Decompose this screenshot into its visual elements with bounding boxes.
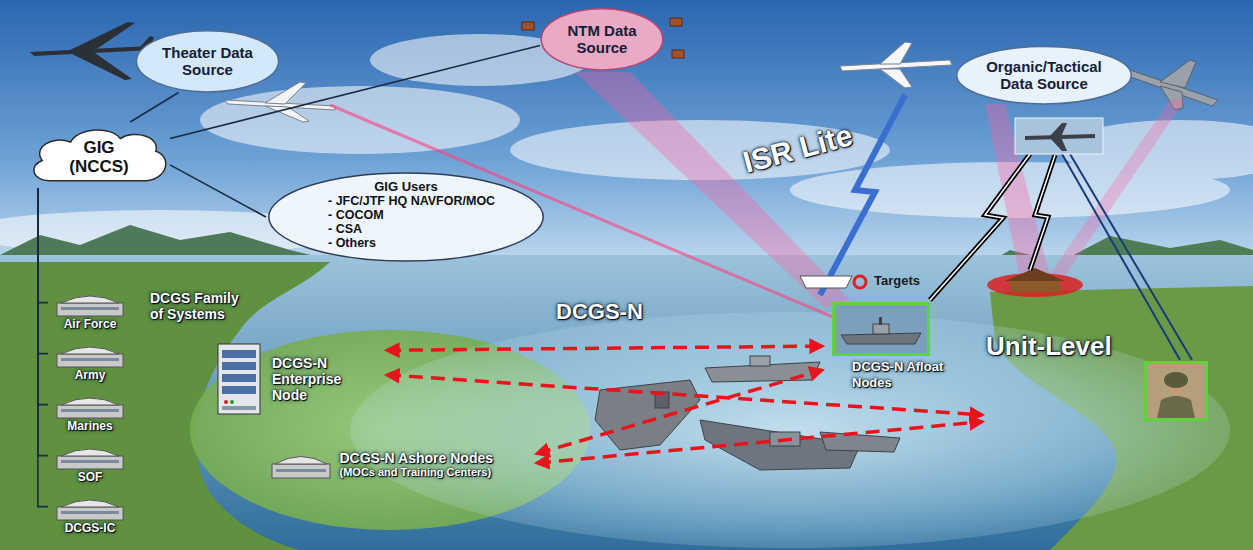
building-icon [55,342,125,368]
node-text: Army [75,368,106,382]
building-icon [270,451,332,479]
data-flow-arrow [387,346,822,350]
data-source-ellipse: Organic/Tactical Data Source [955,46,1133,105]
node-text: - CSA [286,222,526,236]
network-link [130,93,178,123]
unit-soldier-frame [1144,361,1208,421]
node-text: Marines [67,419,112,433]
node-text: - JFC/JTF HQ NAVFOR/MOC [286,194,526,208]
sea [0,255,1253,550]
node-text: Air Force [64,317,117,331]
sea-coverage-ellipse [350,312,1230,548]
network-link [38,188,48,354]
afloat-node: DCGS-N Afloat Nodes [822,298,980,394]
node-text: DCGS-N Enterprise Node [272,355,376,403]
node-text: - COCOM [286,208,526,222]
building-icon [55,291,125,317]
group-label: DCGS Family of Systems [150,290,254,322]
service-building: SOF [48,443,132,485]
node-text: DCGS-N Ashore Nodes [340,450,530,466]
building-icon [55,393,125,419]
predator-uav-inset [1015,118,1103,154]
network-link [38,188,48,456]
data-source-ellipse: Theater Data Source [135,30,280,93]
network-link [170,165,266,217]
node-text: DCGS-IC [65,521,116,535]
data-flow-arrow [537,422,982,463]
service-building: Marines [48,392,132,434]
node-text: Unit-Level [986,332,1112,361]
building-icon [55,495,125,521]
building-icon [55,444,125,470]
ashore-node: DCGS-N Ashore Nodes(MOCs and Training Ce… [262,446,537,484]
node-text: NTM Data Source [558,22,646,57]
data-source-ellipse: NTM Data Source [540,8,664,71]
soldier-icon [1147,364,1205,418]
service-building: Army [48,341,132,383]
tactical-datalink-bolts [930,154,1192,360]
network-link [38,188,48,507]
service-building: Air Force [48,290,132,332]
ship-icon [835,305,927,353]
node-text: GIG (NCCS) [54,139,144,176]
sky [0,0,1253,290]
network-link [38,188,48,405]
node-text: SOF [78,470,103,484]
node-text: Theater Data Source [157,44,258,79]
service-building: DCGS-IC [48,494,132,536]
targets-scene [800,268,1083,297]
node-text: - Others [286,236,526,250]
targets-label: Targets [874,273,920,289]
node-text: Organic/Tactical Data Source [979,58,1109,93]
node-text: GIG Users [286,180,526,194]
network-cloud: GIG (NCCS) [28,122,170,188]
network-link [38,188,48,303]
region-label: DCGS-N [556,300,643,324]
server-rack-icon [216,342,262,416]
users-ellipse: GIG Users- JFC/JTF HQ NAVFOR/MOC- COCOM-… [266,172,546,262]
enterprise-node: DCGS-N Enterprise Node [205,338,387,420]
node-text: DCGS-N Afloat Nodes [826,359,976,390]
node-text: (MOCs and Training Centers) [340,466,530,480]
unit-level-node: Unit-Level [982,328,1218,425]
afloat-ship-frame [832,302,930,356]
